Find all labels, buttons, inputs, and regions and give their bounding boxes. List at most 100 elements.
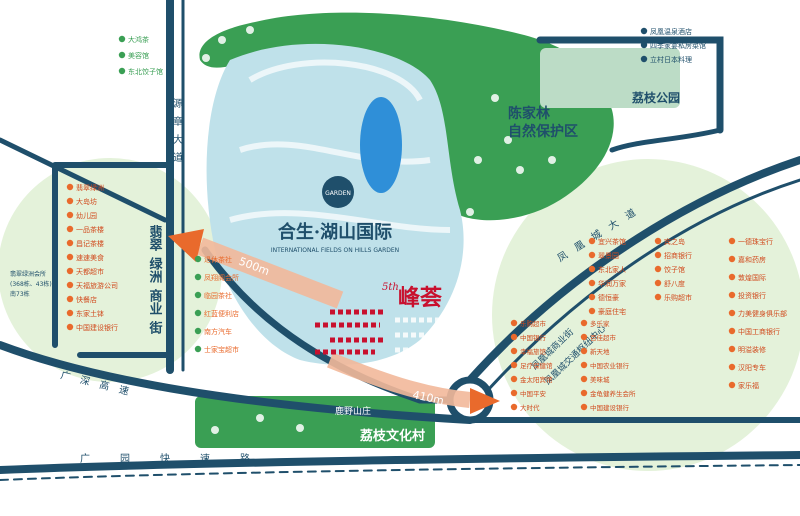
poi-marker-icon: [654, 251, 662, 259]
poi-label: 东北家人: [598, 265, 626, 274]
poi-label: 金太阳宾馆: [520, 375, 553, 384]
poi-right-outer: 一德珠宝行嘉和药房敦煌国际投资银行力美健身俱乐部中国工商银行明溢装修汉阳专车家乐…: [728, 237, 787, 390]
distance-south-label: 410m: [411, 388, 445, 407]
chenjialin-park: [199, 12, 614, 221]
poi-label: 快餐店: [76, 295, 97, 304]
poi-label: 华润万家: [598, 279, 626, 288]
poi-label: 临园茶社: [204, 291, 232, 300]
poi-marker-icon: [118, 67, 126, 75]
poi-marker-icon: [66, 225, 74, 233]
poi-label: 红蓝便利店: [204, 309, 239, 318]
poi-marker-icon: [728, 345, 736, 353]
poi-left-commercial: 翡翠绿洲大岛坊幼儿园一品茶楼昌记茶楼速速美食天都超市天福旅游公司快餐店东家土钵中…: [66, 183, 118, 332]
poi-marker-icon: [640, 55, 648, 63]
feicui-1: 翡翠: [147, 224, 163, 251]
lizhi-culture-park: [195, 396, 435, 448]
poi-marker-icon: [66, 295, 74, 303]
poi-label: 翡翠绿洲: [76, 183, 104, 192]
poi-label: 汉阳专车: [738, 363, 766, 372]
poi-marker-icon: [66, 309, 74, 317]
poi-label: 中国工商银行: [738, 327, 780, 336]
feicui-2: 绿洲: [147, 256, 163, 284]
feicui-4: 街: [147, 320, 164, 335]
poi-label: 速速美食: [76, 253, 104, 262]
poi-marker-icon: [66, 253, 74, 261]
poi-left-far: 翡翠绿洲会所(368栋、43栋)南73栋: [10, 270, 52, 298]
poi-label: 大时代: [520, 403, 540, 412]
poi-marker-icon: [588, 265, 596, 273]
poi-marker-icon: [510, 375, 518, 383]
poi-marker-icon: [640, 41, 648, 49]
poi-label: 中国平安: [520, 389, 547, 398]
chenjialin-name: 陈家林: [508, 105, 550, 122]
poi-marker-icon: [588, 251, 596, 259]
poi-marker-icon: [654, 279, 662, 287]
distance-arrow-west: [196, 237, 344, 309]
poi-marker-icon: [588, 307, 596, 315]
poi-marker-icon: [510, 389, 518, 397]
poi-right-inner: 宜兴茶馆宾之岛翠景园招商银行东北家人饺子馆华润万家舒八度德恒豪乐购超市豪庭住宅: [588, 237, 692, 316]
garden-emblem-text: GARDEN: [325, 190, 351, 197]
poi-marker-icon: [728, 381, 736, 389]
poi-label: 力美健身俱乐部: [738, 309, 787, 318]
poi-marker-icon: [580, 319, 588, 327]
poi-marker-icon: [588, 237, 596, 245]
poi-label: 东家土钵: [76, 309, 104, 318]
poi-marker-icon: [510, 319, 518, 327]
poi-label: 退休茶社: [204, 255, 232, 264]
poi-label: 百佳超市: [590, 333, 617, 342]
poi-label: 一德珠宝行: [738, 237, 773, 246]
chenjialin-name-2: 自然保护区: [508, 123, 578, 140]
poi-marker-icon: [654, 265, 662, 273]
poi-label: 大岛坊: [76, 197, 97, 206]
poi-label: 南方汽车: [204, 327, 232, 336]
poi-label: 投资银行: [738, 291, 766, 300]
poi-label: 幸福旅馆: [520, 347, 547, 356]
poi-marker-icon: [194, 291, 202, 299]
poi-label: 多乐家: [590, 319, 610, 328]
distance-arrowhead-west: [168, 229, 204, 262]
poi-marker-icon: [66, 239, 74, 247]
poi-label: 天福旅游公司: [76, 281, 118, 290]
poi-label: 昌记茶楼: [76, 239, 104, 248]
poi-label: 凤凰温泉酒店: [650, 27, 692, 36]
poi-label: 乐购超市: [520, 319, 547, 328]
lizhi-culture-name: 荔枝文化村: [359, 428, 425, 444]
lizhi-park: [540, 48, 680, 108]
road-guangyuan: 广园快速路: [80, 452, 280, 465]
project-title: 合生·湖山国际: [278, 221, 392, 243]
poi-marker-icon: [118, 35, 126, 43]
poi-label: 立村日本料理: [650, 55, 692, 64]
poi-marker-icon: [510, 361, 518, 369]
project-english: INTERNATIONAL FIELDS ON HILLS GARDEN: [271, 247, 399, 254]
poi-marker-icon: [194, 327, 202, 335]
poi-marker-icon: [654, 293, 662, 301]
poi-label: 一品茶楼: [76, 225, 104, 234]
poi-marker-icon: [728, 291, 736, 299]
poi-label: 金龟健养生会所: [590, 389, 636, 398]
poi-label: 豪庭住宅: [598, 307, 626, 316]
poi-marker-icon: [194, 345, 202, 353]
poi-label: 幼儿园: [76, 211, 97, 220]
phase-prefix: 5th: [382, 282, 399, 293]
poi-marker-icon: [580, 375, 588, 383]
poi-label: 翡翠绿洲会所: [10, 270, 46, 278]
poi-label: 美味城: [590, 375, 610, 384]
poi-marker-icon: [580, 361, 588, 369]
poi-marker-icon: [510, 333, 518, 341]
lizhi-park-name: 荔枝公园: [631, 90, 680, 105]
poi-marker-icon: [580, 403, 588, 411]
poi-marker-icon: [580, 347, 588, 355]
poi-label: 德恒豪: [598, 293, 619, 302]
phase-name: 峰荟: [398, 285, 442, 311]
poi-marker-icon: [510, 347, 518, 355]
poi-label: 翠景园: [598, 252, 619, 260]
poi-marker-icon: [66, 267, 74, 275]
poi-marker-icon: [66, 323, 74, 331]
poi-label: 东北饺子馆: [128, 67, 163, 76]
feicui-3: 商业: [147, 288, 163, 315]
poi-label: 饺子馆: [664, 265, 685, 274]
